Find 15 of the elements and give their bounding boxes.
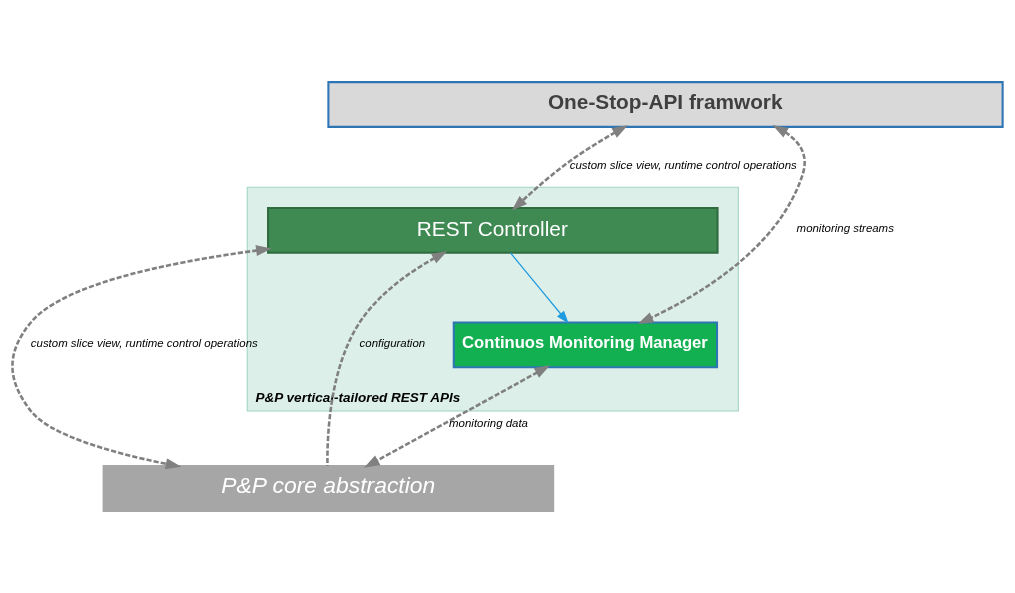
edge-label: monitoring streams <box>796 222 894 235</box>
node-box: One-Stop-API framwork <box>327 81 1004 128</box>
arrow <box>364 365 551 468</box>
arrow <box>637 125 806 324</box>
edge-label: configuration <box>359 336 426 349</box>
edge-label: custom slice view, runtime control operations <box>30 336 258 349</box>
node-box: P&P core abstraction <box>102 465 555 512</box>
arrow <box>509 252 569 324</box>
edge-label: custom slice view, runtime control operations <box>569 159 797 172</box>
arrow <box>11 245 272 470</box>
node-box: REST Controller <box>267 207 719 254</box>
node-box: Continuos Monitoring Manager <box>452 321 719 369</box>
arrow <box>326 251 448 466</box>
edge-label: monitoring data <box>449 417 528 430</box>
arrow <box>511 125 628 211</box>
